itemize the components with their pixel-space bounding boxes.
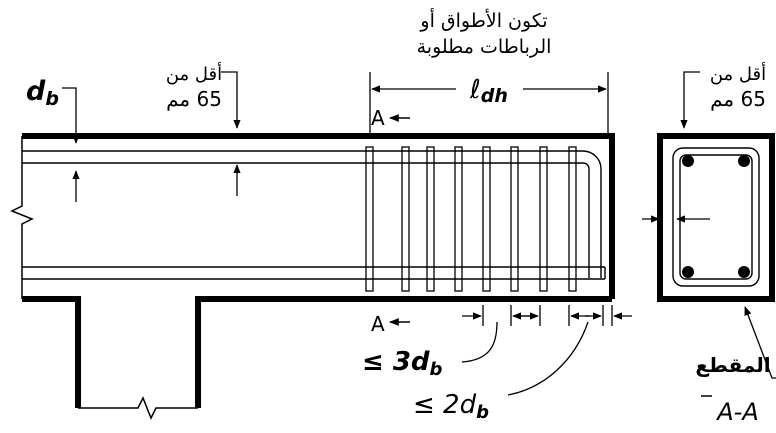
cover-left-arrows [221, 71, 241, 196]
tie-7 [539, 146, 548, 292]
end-cover-label: ≤ 2db [413, 390, 489, 423]
section-bar-top-left [682, 155, 694, 167]
tie-spacing-subscript: b [430, 359, 443, 380]
section-tie-outer [672, 147, 760, 287]
bottom-bar [22, 266, 606, 280]
ldh-symbol: ℓ [469, 75, 481, 105]
tie-spacing-label: ≤ 3db [362, 347, 443, 380]
tie-spacing-text: ≤ 3d [362, 347, 430, 377]
tie-8 [568, 146, 577, 292]
tie-stirrups [365, 146, 577, 292]
ldh-subscript: dh [481, 85, 508, 107]
section-title: المقطع [695, 353, 770, 377]
section-bar-bottom-left [682, 266, 694, 278]
tie-2 [401, 146, 410, 292]
beam-outline [22, 133, 615, 408]
section-outer [657, 133, 775, 302]
section-bars [682, 155, 750, 278]
tie-4 [454, 146, 463, 292]
section-bar-bottom-right [738, 266, 750, 278]
end-cover-text: ≤ 2d [413, 390, 477, 420]
section-mark-top: A [371, 106, 385, 130]
section-bar-top-right [738, 155, 750, 167]
ldh-label: ℓdh [469, 75, 508, 107]
db-symbol: d [26, 76, 46, 107]
bottom-break-line [78, 396, 198, 420]
cover-right-line1: أقل من [710, 62, 766, 85]
ldh-dimension [369, 72, 609, 136]
section-name: A-A [715, 398, 759, 426]
ties-required-label-line2: الرباطات مطلوبة [417, 36, 552, 58]
cover-right-line2: 65 مم [710, 87, 766, 111]
db-label: db [26, 76, 59, 110]
section-mark-bottom: A [371, 312, 385, 336]
left-break-line [10, 136, 34, 299]
tie-spacing-dimension [461, 305, 632, 396]
top-hooked-bar [22, 150, 602, 278]
end-cover-subscript: b [476, 402, 489, 423]
section-tie-inner [679, 154, 753, 280]
db-subscript: b [45, 88, 59, 110]
ties-required-label-line1: تكون الأطواق أو [419, 8, 547, 32]
tie-1 [365, 146, 374, 292]
cover-left-line1: أقل من [166, 62, 222, 85]
tie-3 [426, 146, 435, 292]
section-leader [744, 306, 776, 379]
cover-left-line2: 65 مم [166, 87, 222, 111]
db-arrows [62, 87, 80, 202]
tie-6 [510, 146, 519, 292]
cover-right-arrows [642, 71, 710, 223]
tie-5 [482, 146, 491, 292]
